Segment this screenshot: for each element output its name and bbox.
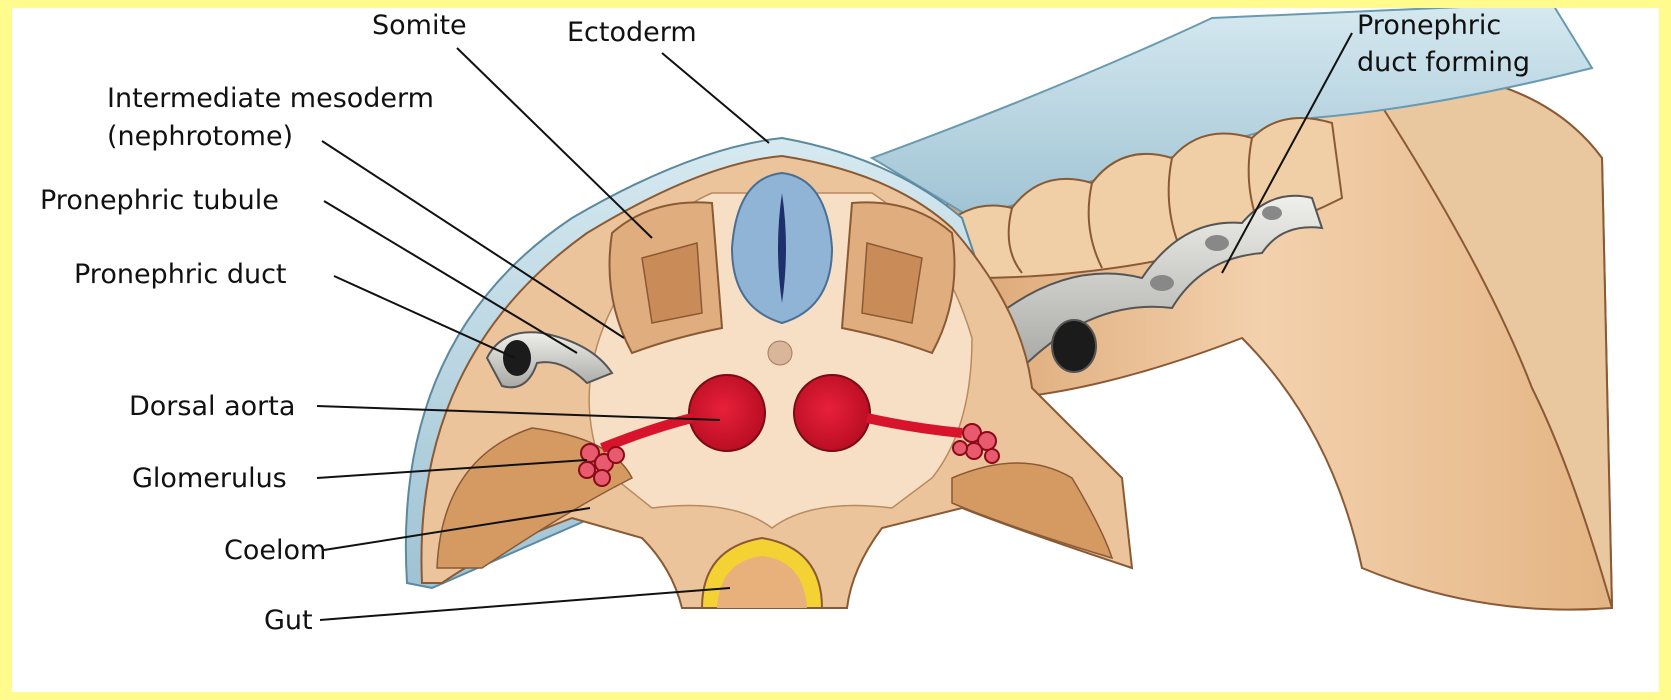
leader-gut — [320, 588, 730, 620]
label-pronephric-tubule: Pronephric tubule — [40, 186, 279, 216]
label-ectoderm: Ectoderm — [567, 18, 697, 48]
leader-somite — [457, 48, 652, 238]
label-somite: Somite — [372, 11, 467, 41]
label-glomerulus: Glomerulus — [132, 464, 287, 494]
diagram-canvas: Somite Ectoderm Pronephric duct forming … — [12, 8, 1659, 692]
label-intermediate-mesoderm-line1: Intermediate mesoderm — [107, 84, 434, 114]
label-gut: Gut — [264, 606, 313, 636]
label-pronephric-duct-forming-line1: Pronephric — [1357, 11, 1501, 41]
leader-ectoderm — [662, 53, 769, 143]
label-pronephric-duct-forming-line2: duct forming — [1357, 48, 1530, 78]
label-pronephric-duct: Pronephric duct — [74, 260, 287, 290]
label-dorsal-aorta: Dorsal aorta — [129, 392, 295, 422]
label-coelom: Coelom — [224, 536, 326, 566]
label-intermediate-mesoderm-line2: (nephrotome) — [107, 122, 293, 152]
